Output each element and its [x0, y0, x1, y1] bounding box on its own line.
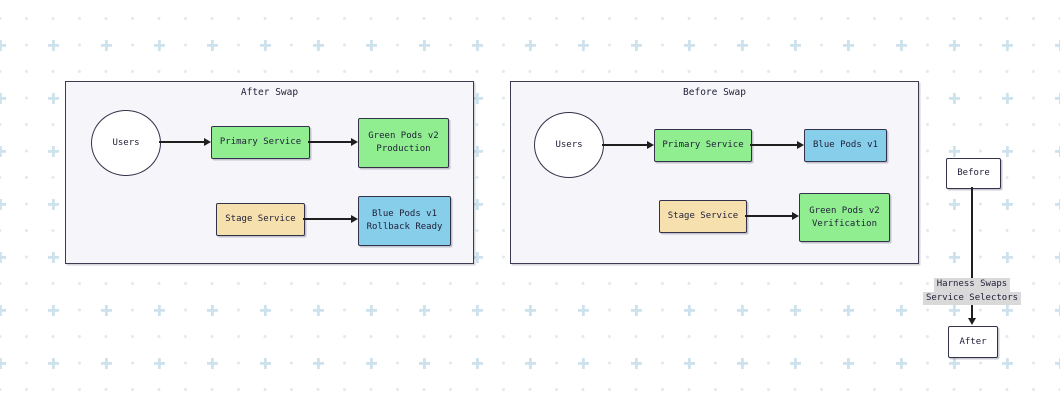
node-green-pods-after-line1: Green Pods v2: [368, 131, 439, 141]
edge-label-line2: Service Selectors: [922, 291, 1022, 305]
node-before-label: Before: [957, 168, 990, 178]
panel-before-swap: Before Swap Users Primary Service Blue P…: [510, 81, 919, 264]
node-blue-pods-after-line2: Rollback Ready: [366, 222, 443, 232]
node-blue-pods-before-label: Blue Pods v1: [812, 140, 879, 150]
node-primary-service-after: Primary Service: [211, 126, 310, 159]
node-green-pods-before-line2: Verification: [811, 218, 878, 229]
edge-users-to-primary-before: [602, 141, 654, 148]
edge-primary-to-blue-pods-before: [750, 141, 804, 148]
node-after: After: [948, 326, 998, 358]
node-blue-pods-after: Blue Pods v1 Rollback Ready: [358, 196, 451, 246]
node-blue-pods-before: Blue Pods v1: [804, 129, 887, 162]
node-blue-pods-after-line1: Blue Pods v1: [371, 209, 438, 219]
node-green-pods-after: Green Pods v2 Production: [358, 118, 449, 168]
node-after-label: After: [959, 336, 987, 347]
node-stage-service-after-label: Stage Service: [225, 214, 296, 224]
node-users-before-label: Users: [555, 139, 583, 150]
node-users-after: Users: [91, 110, 161, 176]
edge-stage-to-blue-pods-after: [303, 215, 358, 222]
node-green-pods-after-line2: Production: [376, 144, 431, 154]
panel-after-swap: After Swap Users Primary Service Green P…: [65, 81, 474, 264]
edge-users-to-primary-after: [159, 138, 211, 145]
node-before: Before: [946, 158, 1001, 189]
edge-label-harness-swaps: Harness Swaps Service Selectors: [922, 278, 1022, 305]
edge-primary-to-green-pods-after: [308, 138, 358, 145]
node-primary-service-after-label: Primary Service: [219, 137, 302, 147]
node-stage-service-before: Stage Service: [659, 200, 747, 233]
node-users-after-label: Users: [112, 137, 140, 148]
node-users-before: Users: [534, 112, 604, 178]
edge-label-line1: Harness Swaps: [933, 278, 1011, 292]
node-primary-service-before-label: Primary Service: [662, 140, 744, 150]
node-green-pods-before-line1: Green Pods v2: [809, 205, 880, 216]
node-green-pods-before: Green Pods v2 Verification: [799, 193, 890, 242]
node-primary-service-before: Primary Service: [654, 129, 752, 162]
panel-before-swap-title: Before Swap: [683, 87, 746, 98]
edge-before-to-after: [968, 187, 975, 325]
edge-stage-to-green-pods-before: [745, 212, 799, 219]
panel-after-swap-title: After Swap: [240, 87, 299, 98]
node-stage-service-before-label: Stage Service: [667, 211, 739, 221]
node-stage-service-after: Stage Service: [216, 203, 305, 236]
